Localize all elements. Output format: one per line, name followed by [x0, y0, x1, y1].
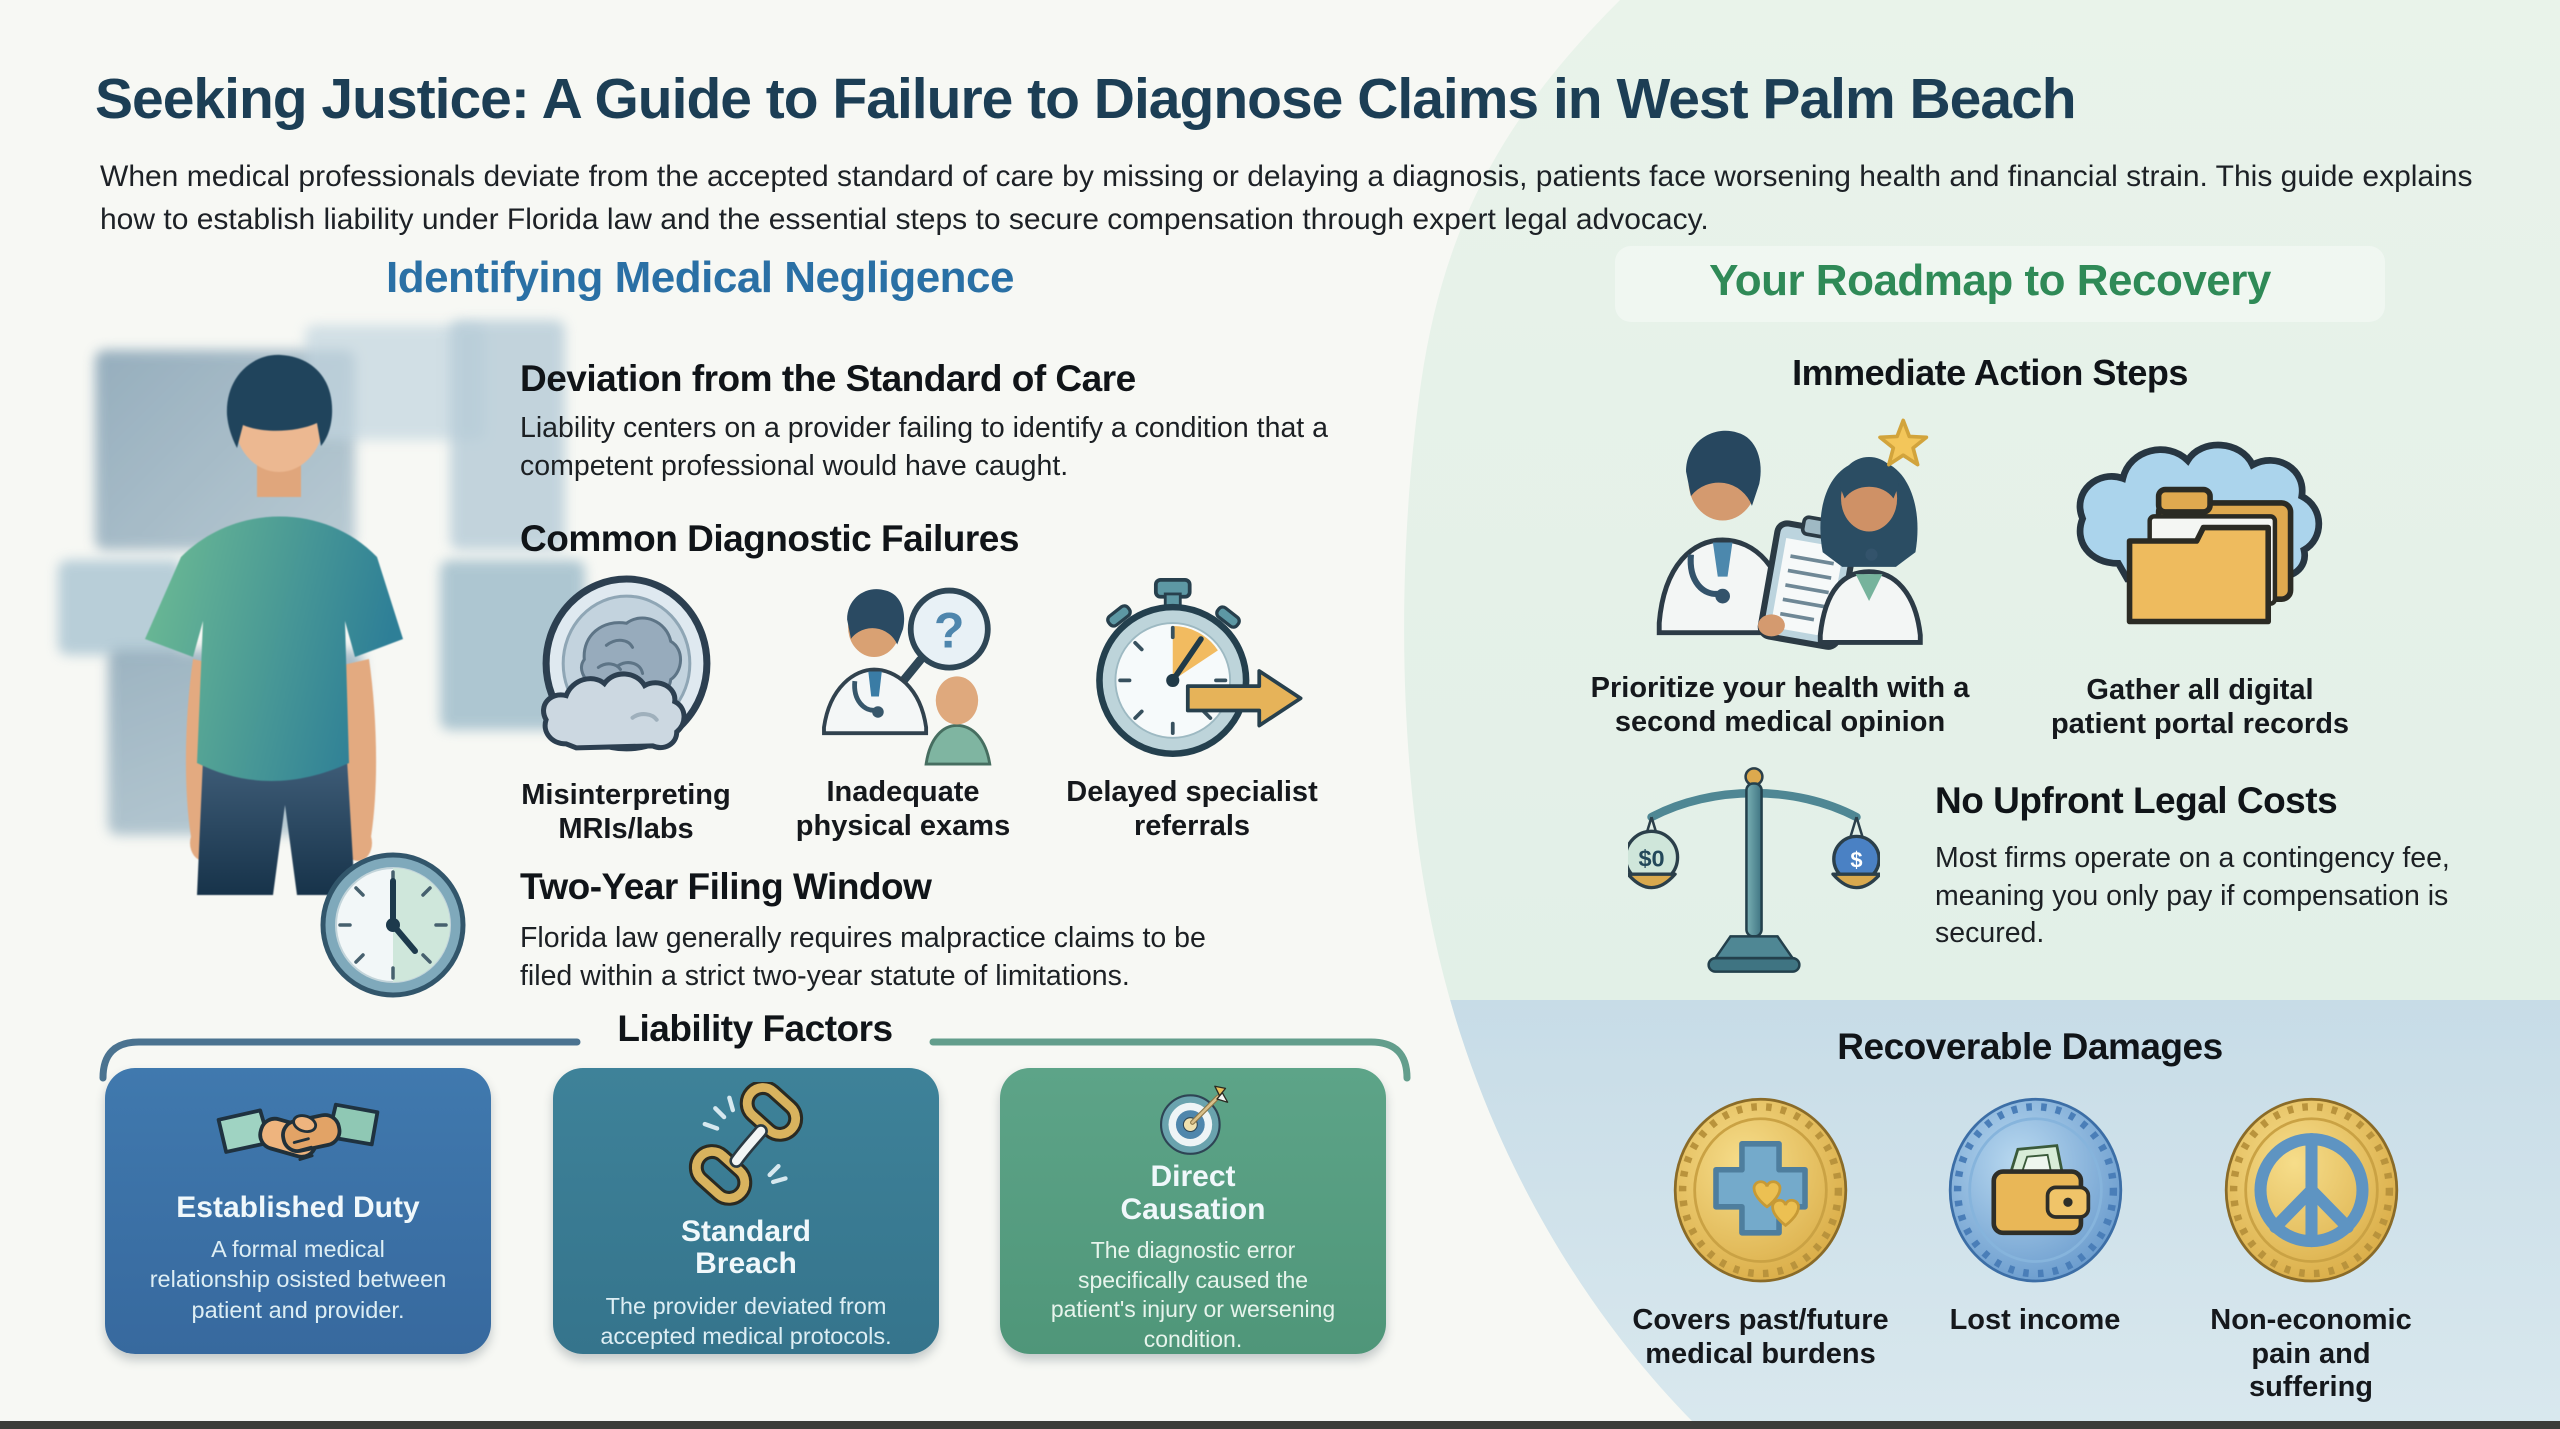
page-title: Seeking Justice: A Guide to Failure to D…: [95, 67, 2077, 132]
action-label: Gather all digital patient portal record…: [2050, 674, 2350, 740]
liability-card-standard-breach: Standard Breach The provider deviated fr…: [553, 1068, 939, 1354]
failure-item-referrals: Delayed specialist referrals: [1042, 575, 1342, 843]
cloud-folders-icon: [2076, 441, 2323, 625]
brain-mri-cloud-icon: [540, 575, 710, 752]
damage-item-lost-income: Lost income: [1905, 1090, 2165, 1338]
stopwatch-arrow-icon: [1095, 577, 1302, 758]
standard-of-care-body: Liability centers on a provider failing …: [520, 412, 1328, 482]
broken-chain-icon: [688, 1082, 804, 1206]
filing-window-title: Two-Year Filing Window: [520, 866, 932, 907]
damage-item-pain-suffering: Non-economic pain and suffering: [2165, 1090, 2457, 1405]
bottom-bar: [0, 1421, 2560, 1429]
card-title: Standard Breach: [680, 1215, 812, 1281]
second-opinion-doctors-icon: [1656, 418, 1929, 650]
medical-cross-coin-icon: [1673, 1097, 1848, 1283]
clock-icon-wrap: [318, 850, 468, 1000]
liability-card-established-duty: Established Duty A formal medical relati…: [105, 1068, 491, 1354]
patient-xray-illustration: [40, 300, 680, 910]
damage-label: Non-economic pain and suffering: [2210, 1304, 2412, 1404]
right-heading-band: [1615, 246, 2385, 322]
patient-figure: [145, 354, 403, 895]
wallet-coin-icon: [1948, 1097, 2122, 1283]
action-item-gather-records: Gather all digital patient portal record…: [2030, 418, 2370, 741]
failure-label: Inadequate physical exams: [795, 776, 1011, 842]
card-body: The diagnostic error specifically caused…: [1050, 1237, 1336, 1352]
scale-right-amount: $: [1850, 847, 1862, 872]
action-steps-title: Immediate Action Steps: [1792, 352, 2188, 393]
card-body: A formal medical relationship osisted be…: [149, 1236, 447, 1323]
failure-item-exams: ? Inadequate physical exams: [768, 575, 1038, 843]
page-subtitle: When medical professionals deviate from …: [100, 160, 2473, 236]
legal-costs-body: Most firms operate on a contingency fee,…: [1935, 842, 2450, 950]
clock-icon: [320, 852, 466, 998]
card-body: The provider deviated from accepted medi…: [600, 1292, 892, 1349]
damages-title: Recoverable Damages: [1837, 1026, 2223, 1067]
action-label: Prioritize your health with a second med…: [1590, 672, 1970, 738]
failure-item-mris: Misinterpreting MRIs/labs: [492, 575, 760, 846]
star-icon: [1878, 418, 1929, 467]
justice-scales-icon: $0 $: [1623, 767, 1882, 973]
right-section-heading: Your Roadmap to Recovery: [1709, 256, 2271, 305]
doctor-question-exam-icon: ?: [822, 587, 992, 766]
liability-bracket-lines: [99, 1038, 1411, 1082]
svg-text:?: ?: [934, 602, 965, 658]
standard-of-care-title: Deviation from the Standard of Care: [520, 358, 1136, 399]
liability-card-direct-causation: Direct Causation The diagnostic error sp…: [1000, 1068, 1386, 1354]
left-section-heading: Identifying Medical Negligence: [385, 253, 1015, 302]
card-title: Established Duty: [176, 1191, 420, 1224]
xray-tile: [450, 320, 565, 550]
filing-window-body: Florida law generally requires malpracti…: [520, 922, 1206, 992]
damage-item-medical: Covers past/future medical burdens: [1628, 1090, 1893, 1371]
target-arrow-icon: [1159, 1085, 1229, 1155]
damage-label: Lost income: [1949, 1304, 2121, 1336]
failure-label: Delayed specialist referrals: [1066, 776, 1318, 842]
diagnostic-failures-title: Common Diagnostic Failures: [520, 518, 1019, 559]
peace-coin-icon: [2224, 1097, 2398, 1283]
legal-costs-title: No Upfront Legal Costs: [1935, 780, 2338, 821]
scale-left-amount: $0: [1638, 846, 1664, 872]
damage-label: Covers past/future medical burdens: [1632, 1304, 1889, 1370]
justice-scales-wrap: $0 $: [1623, 763, 1882, 982]
failure-label: Misinterpreting MRIs/labs: [521, 779, 731, 845]
liability-factors-title: Liability Factors: [617, 1008, 893, 1049]
card-title: Direct Causation: [1120, 1160, 1266, 1226]
handshake-icon: [216, 1102, 380, 1161]
action-item-second-opinion: Prioritize your health with a second med…: [1555, 418, 2005, 739]
